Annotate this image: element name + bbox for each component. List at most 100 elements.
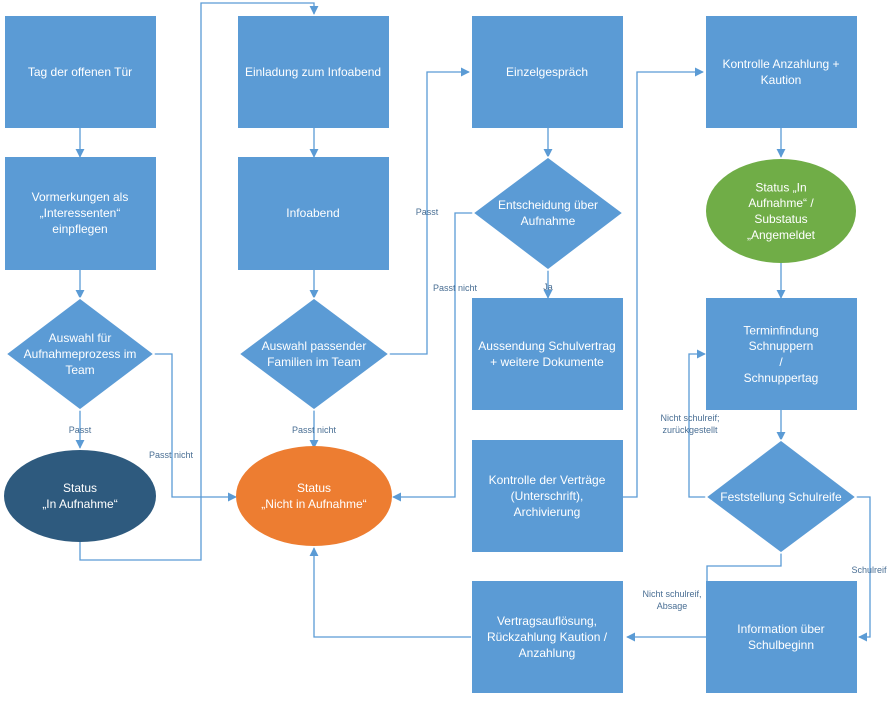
text-line: Vertragsauflösung,: [497, 614, 597, 628]
text-line: „Nicht in Aufnahme“: [261, 497, 366, 511]
text-line: Passt nicht: [433, 283, 478, 293]
text-line: Passt: [416, 207, 439, 217]
node-tag-der-offenen-tuer: Tag der offenen Tür: [5, 16, 156, 128]
edge-auswahl-familien-to-einzelgespraech: [389, 67, 470, 355]
text-line: + weitere Dokumente: [490, 355, 604, 369]
text-line: Infoabend: [286, 206, 339, 220]
edge-vertragsaufloesung-to-status-nicht: [309, 547, 471, 638]
edge-entscheidung-to-status-nicht: [392, 212, 473, 502]
node-vormerkungen-label: Vormerkungen als „Interessenten“ einpflege…: [32, 190, 129, 236]
text-line: Archivierung: [514, 505, 581, 519]
node-status-nicht-in-aufnahme-label: Status „Nicht in Aufnahme“: [261, 481, 366, 511]
edge-feststellung-to-vertragsaufloesung: [626, 552, 782, 642]
text-line: Schnuppern: [749, 339, 814, 353]
node-status-in-aufnahme-label: Status „In Aufnahme“: [42, 481, 117, 511]
text-line: Aufnahme: [521, 214, 576, 228]
node-tag-der-offenen-tuer-label: Tag der offenen Tür: [28, 65, 132, 79]
text-line: Passt: [69, 425, 92, 435]
text-line: Nicht schulreif,: [642, 589, 701, 599]
node-infoabend-label: Infoabend: [286, 206, 339, 220]
text-line: zurückgestellt: [662, 425, 718, 435]
text-line: Substatus: [754, 212, 807, 226]
edge-label-passt-nicht: Passt nicht: [149, 450, 194, 460]
edge-label-passt-nicht: Passt nicht: [292, 425, 337, 435]
node-infoabend: Infoabend: [238, 157, 389, 270]
text-line: einpflegen: [52, 222, 107, 236]
text-line: Status „In: [755, 180, 806, 194]
text-line: Status: [297, 481, 331, 495]
edge-label-nicht-schulreif-zurueckgestellt: Nicht schulreif; zurückgestellt: [660, 413, 719, 435]
text-line: Kontrolle der Verträge: [489, 473, 606, 487]
text-line: (Unterschrift),: [511, 489, 584, 503]
text-line: Einladung zum Infoabend: [245, 65, 381, 79]
edge-label-schulreif: Schulreif: [851, 565, 887, 575]
text-line: Tag der offenen Tür: [28, 65, 132, 79]
edge-label-passt-nicht: Passt nicht: [433, 283, 478, 293]
edge-kontrolle-vertraege-to-kontrolle-anzahlung: [623, 67, 704, 498]
text-line: Aufnahme“ /: [748, 196, 814, 210]
text-line: Kontrolle Anzahlung +: [722, 57, 839, 71]
text-line: „In Aufnahme“: [42, 497, 117, 511]
node-kontrolle-anzahlung: Kontrolle Anzahlung + Kaution: [706, 16, 857, 128]
text-line: Ja: [543, 282, 553, 292]
node-kontrolle-anzahlung-label: Kontrolle Anzahlung + Kaution: [722, 57, 839, 87]
text-line: Anzahlung: [519, 646, 576, 660]
node-feststellung-schulreife: Feststellung Schulreife: [704, 439, 858, 554]
text-line: Nicht schulreif;: [660, 413, 719, 423]
edge-feststellung-to-terminfindung: [688, 349, 706, 498]
node-vertragsaufloesung: Vertragsauflösung,Rückzahlung Kaution /A…: [472, 581, 623, 693]
text-line: Schulbeginn: [748, 638, 814, 652]
text-line: Schnuppertag: [744, 371, 819, 385]
text-line: Absage: [657, 601, 688, 611]
edge-status-in-aufnahme-to-einladung: [79, 2, 319, 561]
node-aussendung-schulvertrag-label: Aussendung Schulvertrag + weitere Dokumen…: [478, 339, 615, 369]
edge-labels: Passt Passt nicht Passt nicht Passt Pass…: [69, 207, 887, 611]
node-status-nicht-in-aufnahme: Status „Nicht in Aufnahme“: [236, 446, 392, 546]
text-line: Einzelgespräch: [506, 65, 588, 79]
edge-label-passt: Passt: [69, 425, 92, 435]
text-line: Kaution: [761, 73, 802, 87]
text-line: Status: [63, 481, 97, 495]
node-einladung-infoabend-label: Einladung zum Infoabend: [245, 65, 381, 79]
edge-label-passt: Passt: [416, 207, 439, 217]
text-line: Aufnahmeprozess im: [24, 347, 137, 361]
text-line: „Interessenten“: [40, 206, 121, 220]
edge-auswahl-to-status-nicht: [154, 353, 237, 502]
text-line: „Angemeldet: [747, 228, 816, 242]
text-line: /: [779, 355, 783, 369]
node-vormerkungen: Vormerkungen als „Interessenten“ einpflege…: [5, 157, 156, 270]
edge-feststellung-to-information: [856, 496, 871, 642]
text-line: Feststellung Schulreife: [720, 490, 842, 504]
node-einzelgespraech: Einzelgespräch: [472, 16, 623, 128]
node-vertragsaufloesung-label: Vertragsauflösung,Rückzahlung Kaution /A…: [487, 614, 608, 660]
node-feststellung-schulreife-label: Feststellung Schulreife: [720, 490, 842, 504]
text-line: Information über: [737, 622, 824, 636]
connectors: [75, 2, 871, 642]
node-kontrolle-vertraege: Kontrolle der Verträge (Unterschrift), Arc…: [472, 440, 623, 552]
text-line: Terminfindung: [743, 323, 818, 337]
text-line: Entscheidung über: [498, 198, 598, 212]
text-line: Vormerkungen als: [32, 190, 129, 204]
node-einzelgespraech-label: Einzelgespräch: [506, 65, 588, 79]
node-status-in-aufnahme: Status „In Aufnahme“: [4, 450, 156, 542]
text-line: Aussendung Schulvertrag: [478, 339, 615, 353]
node-einladung-infoabend: Einladung zum Infoabend: [238, 16, 389, 128]
text-line: Team: [65, 363, 94, 377]
edge-label-ja: Ja: [543, 282, 553, 292]
text-line: Schulreif: [851, 565, 887, 575]
node-aussendung-schulvertrag: Aussendung Schulvertrag + weitere Dokumen…: [472, 298, 623, 410]
text-line: Passt nicht: [292, 425, 337, 435]
